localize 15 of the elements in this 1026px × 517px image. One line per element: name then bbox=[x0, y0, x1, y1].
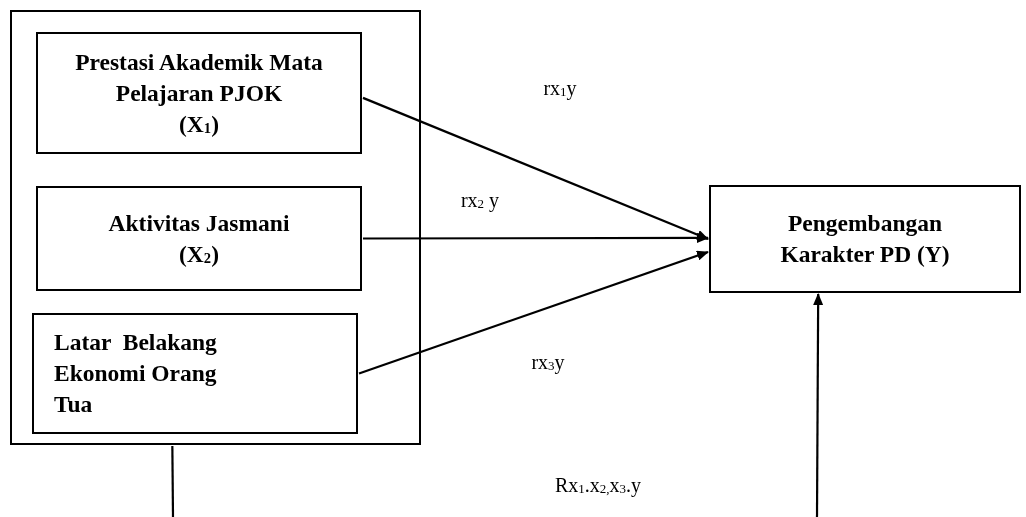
variable-box bbox=[36, 32, 362, 154]
arrow bbox=[358, 250, 709, 375]
arrow bbox=[813, 293, 824, 517]
variable-box bbox=[709, 185, 1021, 293]
variable-box bbox=[32, 313, 358, 434]
node-text: Aktivitas Jasmani bbox=[108, 208, 290, 238]
variable-box bbox=[36, 186, 362, 291]
arrow bbox=[362, 96, 709, 240]
node-text: Pengembangan Karakter PD (Y) bbox=[779, 209, 951, 269]
node-text: Prestasi Akademik Mata Pelajaran PJOK bbox=[74, 47, 324, 108]
group-box bbox=[10, 10, 421, 445]
node-text: (X$_{1}$) bbox=[179, 109, 219, 139]
node-text: Latar Belakang Ekonomi Orang Tua bbox=[54, 328, 218, 419]
node-text: (X$_{2}$) bbox=[179, 239, 219, 269]
arrow bbox=[363, 232, 709, 243]
